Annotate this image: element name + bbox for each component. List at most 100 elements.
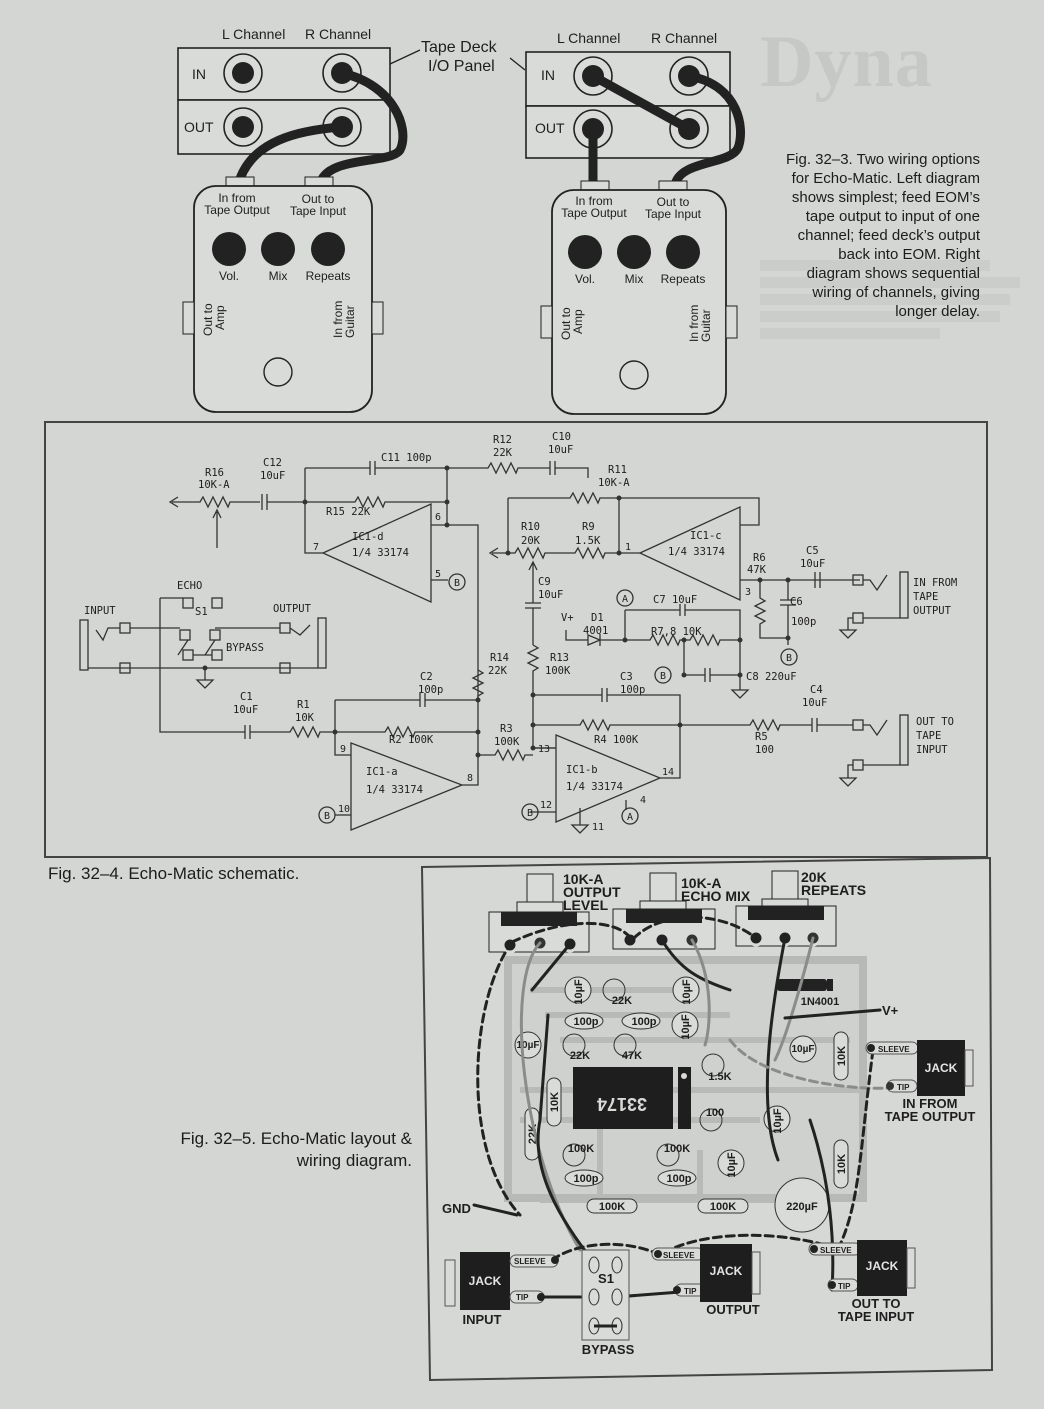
side-jack-label: Guitar: [343, 305, 357, 338]
svg-text:TAPE INPUT: TAPE INPUT: [838, 1309, 914, 1324]
svg-text:IN FROM: IN FROM: [903, 1096, 958, 1111]
svg-text:TAPE OUTPUT: TAPE OUTPUT: [885, 1109, 976, 1124]
resistor-100: 100: [699, 1107, 724, 1132]
opamp-label: IC1-c: [690, 530, 722, 542]
svg-text:33174: 33174: [597, 1094, 647, 1114]
pin-number: 6: [435, 512, 441, 523]
opamp-label: 1/4 33174: [668, 546, 725, 558]
svg-text:10µF: 10µF: [792, 1044, 815, 1055]
resistor-100k: 100K: [586, 1198, 638, 1214]
fig-32-5-caption: Fig. 32–5. Echo-Matic layout & wiring di…: [100, 1128, 412, 1172]
pedal-jack-label: In from: [575, 194, 612, 208]
svg-text:100p: 100p: [573, 1173, 598, 1185]
jack-label-output: OUTPUT: [273, 603, 312, 615]
svg-text:100p: 100p: [631, 1016, 656, 1028]
switch-label-s1: S1: [195, 606, 208, 618]
component-label: 10uF: [233, 704, 258, 716]
component-label: R2 100K: [389, 734, 434, 746]
component-label: C10: [552, 431, 571, 443]
svg-text:100K: 100K: [710, 1201, 736, 1213]
svg-text:22K: 22K: [570, 1050, 590, 1062]
jack-label-out-to-tape: INPUT: [916, 744, 948, 756]
caption-line: Fig. 32–3. Two wiring options: [786, 151, 980, 168]
resistor-10k: 10K: [833, 1031, 849, 1081]
component-label: C12: [263, 457, 282, 469]
jack-output: JACK SLEEVE TIP OUTPUT: [651, 1244, 761, 1317]
component-label: C8 220uF: [746, 671, 797, 683]
jack-input: JACK SLEEVE TIP INPUT: [444, 1252, 559, 1327]
svg-text:10µF: 10µF: [573, 979, 585, 1005]
resistor-22k: 22K: [562, 1033, 590, 1062]
component-label: R7,8 10K: [651, 626, 702, 638]
gnd-label: GND: [442, 1201, 471, 1216]
component-label: R10: [521, 521, 540, 533]
capacitor-10uf: 10µF: [789, 1035, 817, 1063]
out-label: OUT: [535, 120, 565, 136]
jack-label-in-from-tape: TAPE: [913, 591, 938, 603]
svg-text:SLEEVE: SLEEVE: [820, 1246, 852, 1255]
pin-number: 7: [313, 542, 319, 553]
component-label: 10K: [295, 712, 315, 724]
svg-text:JACK: JACK: [469, 1274, 502, 1288]
pedal-jack-label: In from: [218, 191, 255, 205]
capacitor-220uf: 220µF: [774, 1177, 830, 1233]
fig-32-3-caption: Fig. 32–3. Two wiring options for Echo-M…: [745, 150, 980, 321]
svg-text:S1: S1: [598, 1271, 614, 1286]
rca-jack-icon: [223, 53, 263, 93]
caption-line: shows simplest; feed EOM’s: [791, 189, 980, 206]
svg-text:10K: 10K: [549, 1092, 561, 1112]
component-label: 10uF: [548, 444, 573, 456]
pin-number: 5: [435, 569, 441, 580]
component-label: R15 22K: [326, 506, 371, 518]
component-label: C11 100p: [381, 452, 432, 464]
node-label: A: [627, 812, 633, 823]
svg-text:10µF: 10µF: [681, 979, 693, 1005]
caption-line: Fig. 32–5. Echo-Matic layout &: [180, 1129, 412, 1148]
caption-line: for Echo-Matic. Left diagram: [791, 170, 980, 187]
opamp-label: IC1-d: [352, 531, 384, 543]
pot-value: 10K-A: [681, 875, 721, 891]
component-label: 22K: [493, 447, 513, 459]
opamp-label: 1/4 33174: [352, 547, 409, 559]
jack-label-out-to-tape: TAPE: [916, 730, 941, 742]
switch-s1-bypass: S1 BYPASS: [581, 1249, 635, 1357]
node-label: B: [324, 811, 330, 822]
out-label: OUT: [184, 119, 214, 135]
pin-number: 12: [540, 800, 552, 811]
tape-deck-panel-left: L Channel R Channel IN OUT Tape Deck I/O…: [177, 26, 526, 155]
svg-text:10µF: 10µF: [517, 1040, 540, 1051]
opamp-label: 1/4 33174: [566, 781, 623, 793]
pin-number: 3: [745, 587, 751, 598]
component-label: R4 100K: [594, 734, 639, 746]
pot-repeats: 20K REPEATS: [735, 869, 866, 947]
component-label: R1: [297, 699, 310, 711]
background-heading: Dyna: [760, 21, 933, 103]
component-label: 10K-A: [198, 479, 230, 491]
cable: [588, 71, 694, 134]
knob-label-mix: Mix: [269, 269, 288, 283]
tape-deck-callout: I/O Panel: [428, 58, 495, 75]
side-jack-label: Amp: [571, 309, 585, 334]
opamp-label: 1/4 33174: [366, 784, 423, 796]
resistor-100k: 100K: [562, 1143, 594, 1167]
component-label: C3: [620, 671, 633, 683]
svg-text:SLEEVE: SLEEVE: [878, 1045, 910, 1054]
component-label: R13: [550, 652, 569, 664]
switch-label-bypass: BYPASS: [226, 642, 264, 654]
caption-line: channel; feed deck’s output: [797, 227, 980, 244]
component-label: 22K: [488, 665, 508, 677]
svg-text:SLEEVE: SLEEVE: [663, 1251, 695, 1260]
node-label: A: [622, 594, 628, 605]
jack-out-to-tape-input: JACK SLEEVE TIP OUT TO TAPE INPUT: [808, 1240, 916, 1324]
caption-line: back into EOM. Right: [838, 246, 980, 263]
knob-label-repeats: Repeats: [661, 272, 706, 286]
component-label: 47K: [747, 564, 767, 576]
knob-label-mix: Mix: [625, 272, 644, 286]
component-label: 100p: [418, 684, 443, 696]
pin-number: 13: [538, 744, 550, 755]
component-label: C7 10uF: [653, 594, 697, 606]
component-label: 100p: [791, 616, 816, 628]
pot-name: REPEATS: [801, 882, 866, 898]
pot-value: 20K: [801, 869, 827, 885]
switch-label-echo: ECHO: [177, 580, 202, 592]
